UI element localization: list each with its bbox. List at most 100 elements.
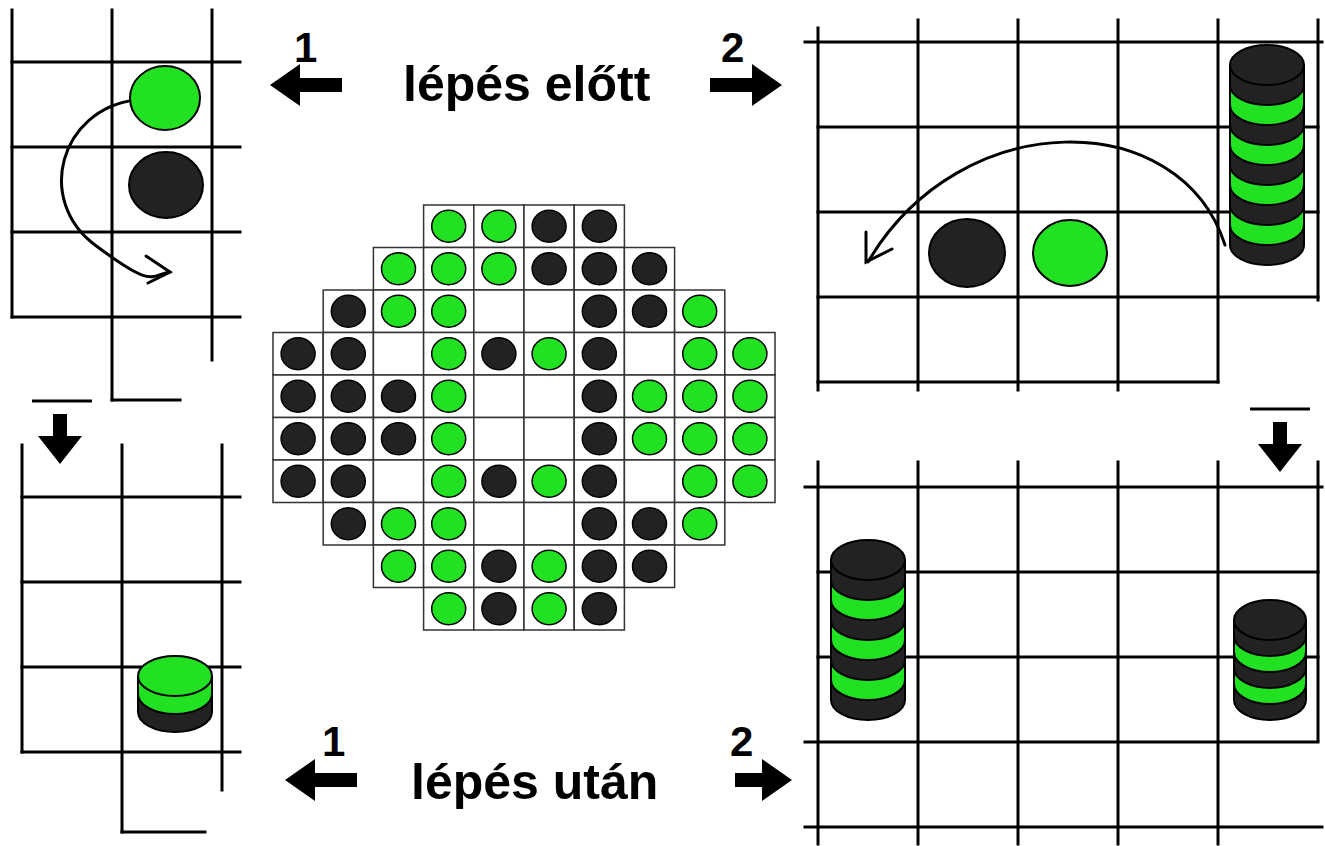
board-piece	[482, 550, 516, 582]
step-number: 1	[294, 27, 317, 69]
board-cell	[624, 375, 674, 418]
piece-stack	[138, 656, 212, 732]
board-piece	[582, 210, 616, 242]
board-piece	[582, 508, 616, 540]
board-piece	[281, 465, 315, 497]
board-piece	[633, 550, 667, 582]
board-cell	[424, 205, 474, 248]
board-piece	[432, 550, 466, 582]
board-cell	[574, 333, 624, 376]
board-piece	[482, 210, 516, 242]
board-cell	[373, 545, 423, 588]
step-number: 2	[721, 27, 744, 69]
grid-lines	[12, 10, 1322, 844]
board-cell	[373, 460, 423, 503]
board-cell	[323, 290, 373, 333]
board-cell	[474, 418, 524, 461]
board-piece	[532, 593, 566, 625]
board-cell	[373, 290, 423, 333]
board-cell	[273, 418, 323, 461]
board-piece	[582, 593, 616, 625]
block-arrows	[38, 64, 1302, 801]
board-piece	[582, 295, 616, 327]
board-cell	[725, 460, 775, 503]
board-piece	[633, 508, 667, 540]
board-cell	[624, 248, 674, 291]
board-cell	[474, 588, 524, 631]
board-cell	[574, 248, 624, 291]
board-cell	[574, 545, 624, 588]
board-cell	[524, 418, 574, 461]
board-cell	[725, 375, 775, 418]
board-piece	[382, 550, 416, 582]
board-piece	[582, 338, 616, 370]
board-cell	[424, 460, 474, 503]
board-cell	[524, 205, 574, 248]
board-piece	[482, 253, 516, 285]
board-piece	[683, 465, 717, 497]
board-piece	[633, 253, 667, 285]
piece-stack	[1230, 45, 1304, 265]
board-cell	[574, 503, 624, 546]
board-piece	[733, 380, 767, 412]
board-piece	[633, 295, 667, 327]
board-piece	[532, 253, 566, 285]
step-number: 1	[322, 721, 345, 763]
board-piece	[532, 210, 566, 242]
board-piece	[683, 380, 717, 412]
board-cell	[675, 418, 725, 461]
board-cell	[524, 248, 574, 291]
board-piece	[683, 508, 717, 540]
board-piece	[281, 338, 315, 370]
board-cell	[574, 290, 624, 333]
board-cell	[474, 333, 524, 376]
board-cell	[524, 460, 574, 503]
game-board	[273, 205, 775, 630]
board-piece	[582, 423, 616, 455]
board-cell	[725, 333, 775, 376]
board-piece	[432, 295, 466, 327]
board-cell	[424, 248, 474, 291]
board-piece	[532, 550, 566, 582]
board-piece	[432, 380, 466, 412]
board-piece	[683, 423, 717, 455]
board-cell	[675, 375, 725, 418]
board-cell	[424, 375, 474, 418]
board-cell	[373, 333, 423, 376]
board-piece	[382, 423, 416, 455]
board-piece	[733, 465, 767, 497]
board-piece	[331, 295, 365, 327]
board-piece	[532, 465, 566, 497]
board-piece	[432, 508, 466, 540]
board-piece	[382, 508, 416, 540]
board-piece	[733, 423, 767, 455]
board-cell	[323, 503, 373, 546]
board-cell	[524, 333, 574, 376]
board-piece	[281, 380, 315, 412]
board-cell	[624, 460, 674, 503]
board-cell	[624, 545, 674, 588]
step-number: 2	[730, 721, 753, 763]
board-piece	[331, 380, 365, 412]
board-cell	[273, 460, 323, 503]
board-cell	[323, 333, 373, 376]
board-cell	[624, 503, 674, 546]
board-cell	[524, 290, 574, 333]
board-piece	[432, 465, 466, 497]
board-cell	[474, 290, 524, 333]
board-piece	[331, 508, 365, 540]
board-cell	[373, 375, 423, 418]
board-cell	[474, 545, 524, 588]
board-cell	[474, 375, 524, 418]
board-piece	[582, 550, 616, 582]
board-cell	[624, 333, 674, 376]
board-piece	[432, 338, 466, 370]
board-cell	[323, 375, 373, 418]
board-cell	[424, 333, 474, 376]
board-piece	[382, 253, 416, 285]
board-cell	[624, 290, 674, 333]
board-piece	[582, 380, 616, 412]
board-cell	[424, 588, 474, 631]
caption-before: lépés előtt	[403, 59, 650, 109]
